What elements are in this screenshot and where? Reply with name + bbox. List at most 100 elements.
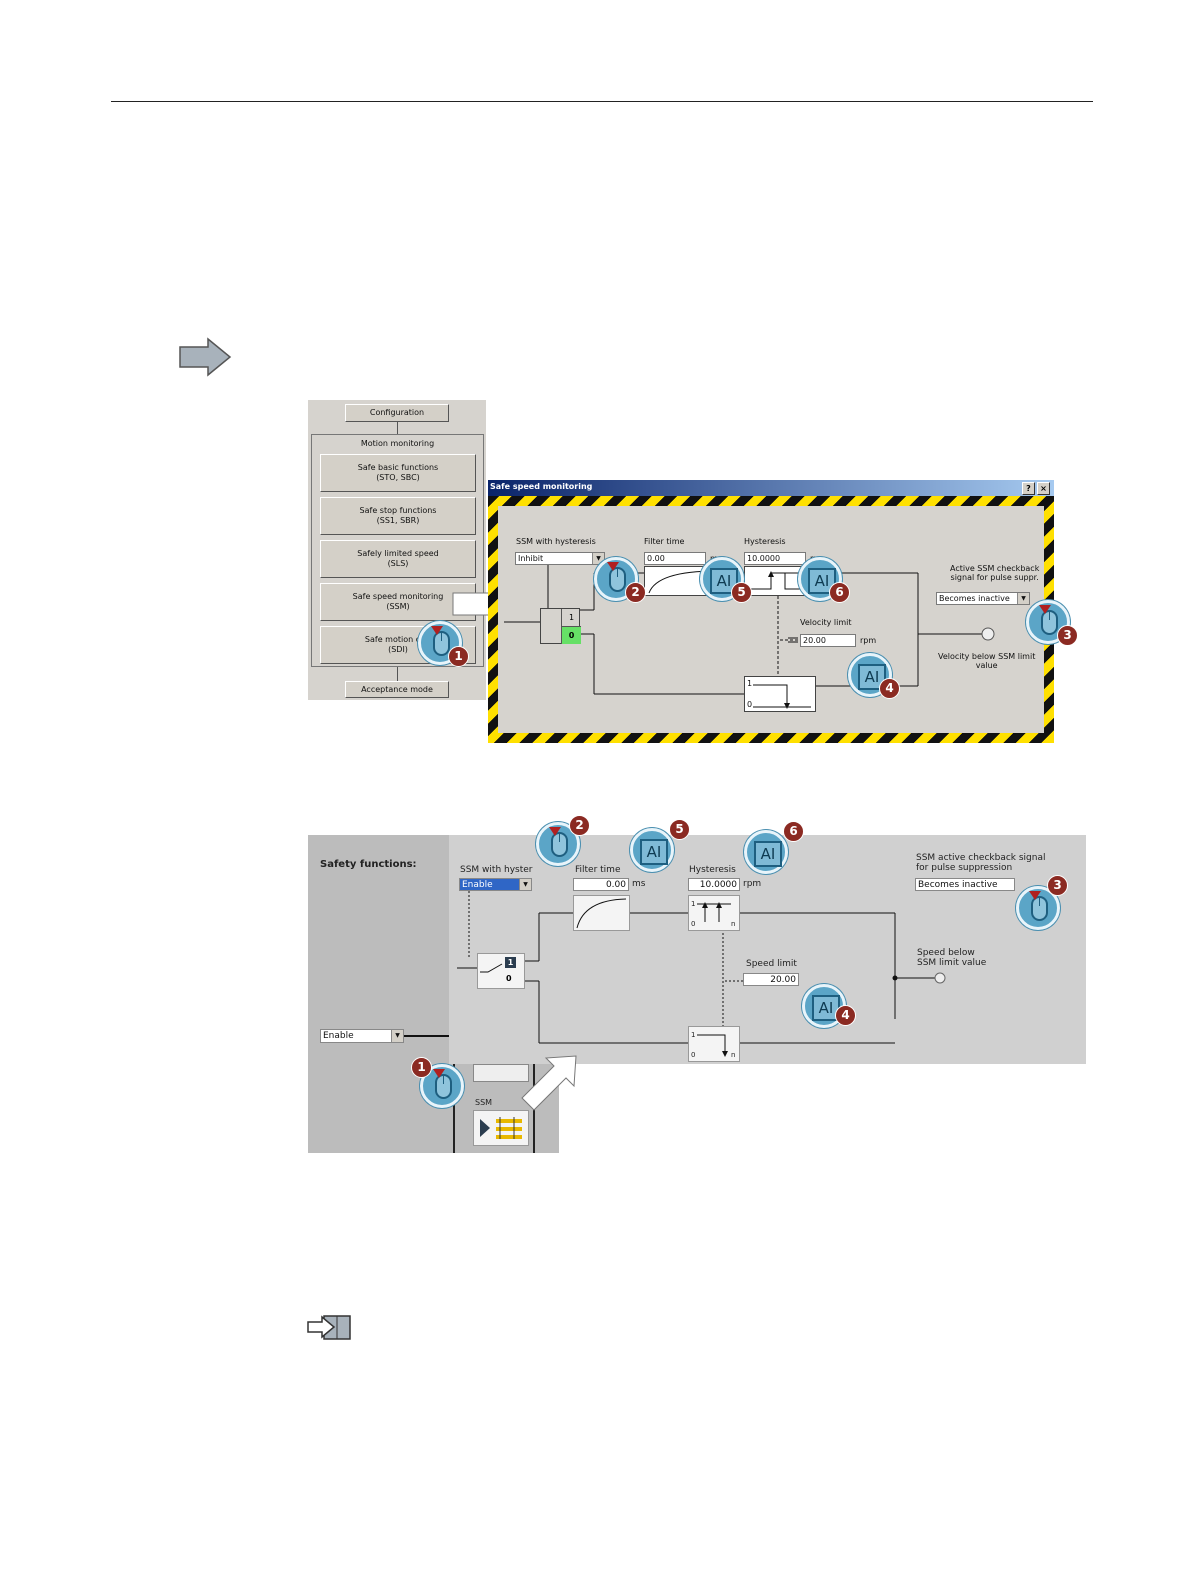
ssm-hysteresis-value: Enable (462, 880, 493, 890)
startdrive-screenshot: Safety functions: Enable ▼ SSM (308, 835, 1086, 1153)
filter-time-label: Filter time (644, 537, 685, 546)
safe-basic-functions-button[interactable]: Safe basic functions (STO, SBC) (320, 454, 476, 492)
acceptance-mode-button[interactable]: Acceptance mode (345, 681, 449, 698)
hysteresis-label: Hysteresis (744, 537, 786, 546)
callout-number: 5 (731, 582, 752, 603)
velocity-below-line2: value (975, 661, 998, 670)
pt1-curve-icon (576, 898, 627, 929)
mouse-icon (431, 626, 450, 656)
callout-5-ai-2: AI 5 (630, 819, 690, 872)
callout-number: 1 (411, 1057, 432, 1078)
speed-limit-input[interactable]: 20.00 (743, 973, 799, 986)
checkback-field[interactable]: Becomes inactive (915, 878, 1015, 891)
chevron-down-icon[interactable]: ▼ (519, 879, 531, 890)
mouse-icon (1029, 891, 1048, 921)
hysteresis-curve-icon (697, 902, 731, 922)
callout-5-ai: AI 5 (700, 557, 752, 603)
ssm-hysteresis-dropdown[interactable]: Enable ▼ (459, 878, 532, 891)
filter-time-unit: ms (632, 879, 646, 889)
strip-line (453, 1064, 455, 1153)
checkback-dropdown[interactable]: Becomes inactive ▼ (936, 592, 1030, 605)
callout-number: 4 (879, 678, 900, 699)
safely-limited-speed-button[interactable]: Safely limited speed (SLS) (320, 540, 476, 578)
callout-2-mouse-2: 2 (536, 815, 590, 866)
dialog-titlebar: Safe speed monitoring ? × (488, 480, 1054, 496)
ssm-hysteresis-label: SSM with hyster (460, 865, 533, 875)
ssm-icon-label: SSM (475, 1098, 493, 1107)
callout-3-mouse: 3 (1026, 600, 1078, 646)
ssm-function-icon[interactable] (473, 1110, 529, 1146)
checkback-label: Active SSM checkback signal for pulse su… (950, 564, 1039, 582)
filter-time-input[interactable]: 0.00 (644, 552, 706, 565)
safe-basic-functions-line2: (STO, SBC) (376, 473, 420, 482)
switch-label-1: 1 (561, 609, 581, 626)
mouse-icon (433, 1069, 452, 1099)
switch-label-1: 1 (505, 957, 516, 968)
velocity-below-line1: Velocity below SSM limit (938, 652, 1036, 661)
dialog-title: Safe speed monitoring (490, 482, 593, 491)
comparator-label-0: 0 (691, 1051, 696, 1059)
hysteresis-switch-block: 1 0 (540, 608, 581, 644)
comparator-curve-icon (753, 684, 811, 709)
safe-stop-functions-line2: (SS1, SBR) (376, 516, 420, 525)
chevron-down-icon[interactable]: ▼ (391, 1030, 403, 1042)
safe-stop-functions-line1: Safe stop functions (359, 506, 437, 515)
chevron-down-icon[interactable]: ▼ (592, 553, 604, 564)
connector-line (397, 422, 398, 434)
filter-time-input[interactable]: 0.00 (573, 878, 629, 891)
close-button[interactable]: × (1037, 482, 1050, 495)
comparator-label-1: 1 (747, 679, 753, 688)
callout-number: 2 (625, 582, 646, 603)
checkback-label: SSM active checkback signal for pulse su… (916, 853, 1046, 873)
callout-4-ai: AI 4 (848, 653, 900, 699)
checkback-label-line2: signal for pulse suppr. (950, 573, 1039, 582)
open-function-arrow-icon (521, 1055, 577, 1111)
callout-6-ai: AI 6 (798, 557, 850, 603)
ssm-hysteresis-dropdown[interactable]: Inhibit ▼ (515, 552, 605, 565)
hysteresis-input[interactable]: 10.0000 (688, 878, 740, 891)
comparator-block: 1 0 n (688, 1026, 740, 1062)
safe-stop-functions-button[interactable]: Safe stop functions (SS1, SBR) (320, 497, 476, 535)
comparator-label-0: 0 (747, 700, 753, 709)
procedure-arrow-icon (179, 337, 232, 377)
comparator-label-1: 1 (691, 1031, 696, 1039)
ssm-hysteresis-label: SSM with hysteresis (516, 537, 596, 546)
callout-3-mouse-2: 3 (1016, 875, 1068, 930)
callout-4-ai-2: AI 4 (802, 984, 856, 1028)
connector-line (397, 667, 398, 681)
velocity-limit-input[interactable]: 20.00 (800, 634, 856, 647)
callout-number: 5 (669, 819, 690, 840)
sdi-function-icon[interactable] (473, 1064, 529, 1082)
ssm-hysteresis-value: Inhibit (518, 554, 544, 563)
callout-number: 3 (1057, 625, 1078, 646)
safe-speed-monitoring-line2: (SSM) (386, 602, 410, 611)
callout-number: 6 (783, 821, 804, 842)
chevron-down-icon[interactable]: ▼ (1017, 593, 1029, 604)
mouse-icon (549, 827, 568, 857)
filter-time-label: Filter time (575, 865, 621, 875)
header-rule (111, 101, 1093, 102)
checkback-label-line1: Active SSM checkback (950, 564, 1040, 573)
safety-functions-dropdown[interactable]: Enable ▼ (320, 1029, 404, 1043)
comparator-block: 1 0 (744, 676, 816, 712)
hysteresis-input[interactable]: 10.0000 (744, 552, 806, 565)
help-button[interactable]: ? (1022, 482, 1035, 495)
safety-functions-title: Safety functions: (320, 859, 417, 870)
ssm-configuration-pane: SSM with hyster Enable ▼ 1 0 Filter time… (449, 835, 1086, 1064)
hysteresis-curve-icon (749, 571, 805, 590)
callout-6-ai-2: AI 6 (744, 821, 804, 874)
safe-speed-monitoring-button[interactable]: Safe speed monitoring (SSM) (320, 583, 476, 621)
ssm-icon (480, 1117, 522, 1139)
callout-number: 4 (835, 1005, 856, 1026)
ai-icon: AI (754, 841, 782, 867)
callout-number: 6 (829, 582, 850, 603)
safe-speed-monitoring-line1: Safe speed monitoring (352, 592, 444, 601)
safe-motion-direction-line1: Safe motion dire (364, 635, 432, 644)
configuration-button[interactable]: Configuration (345, 404, 449, 422)
filter-curve-block (573, 895, 630, 931)
safe-motion-direction-line2: (SDI) (388, 645, 408, 654)
comparator-curve-icon (697, 1034, 728, 1057)
safe-basic-functions-line1: Safe basic functions (357, 463, 439, 472)
mouse-icon (1039, 605, 1058, 635)
speed-below-label: Speed below SSM limit value (917, 948, 986, 968)
